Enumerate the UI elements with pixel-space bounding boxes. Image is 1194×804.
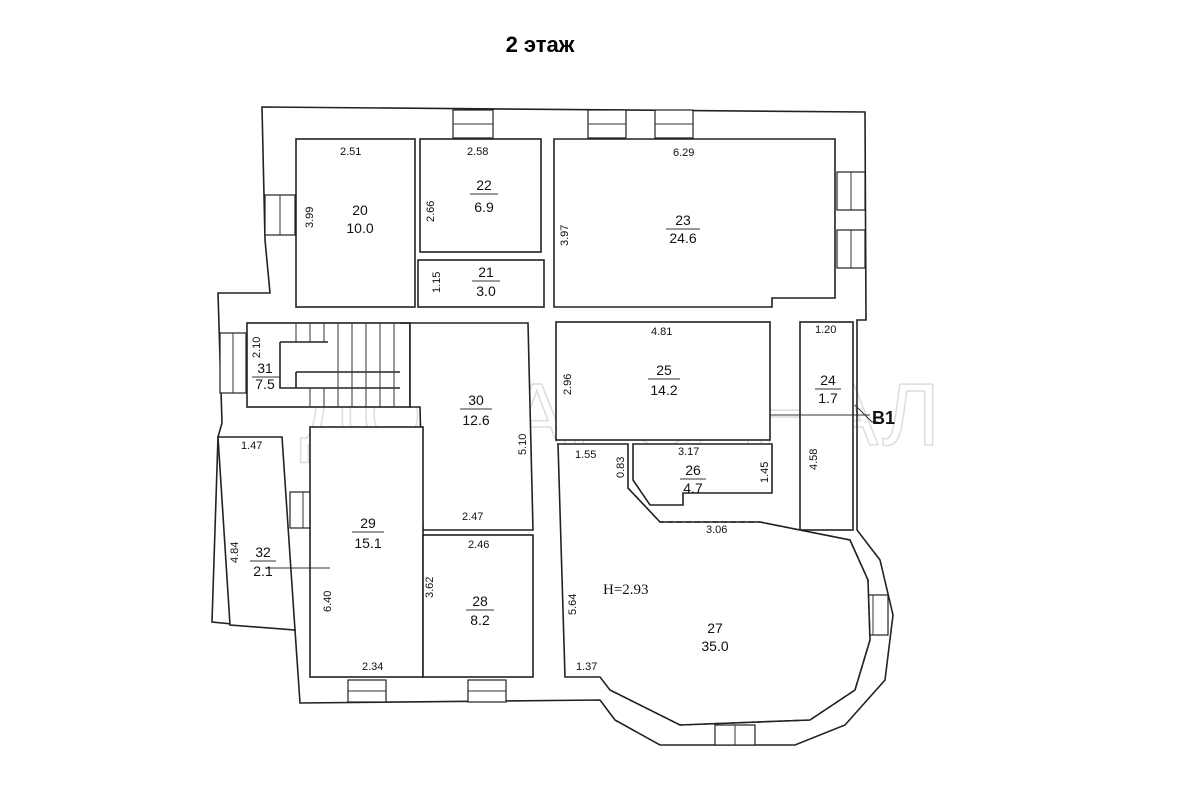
svg-text:12.6: 12.6: [462, 412, 489, 428]
svg-text:1.45: 1.45: [759, 462, 771, 483]
svg-text:24.6: 24.6: [669, 230, 696, 246]
svg-text:7.5: 7.5: [255, 376, 275, 392]
svg-text:2.10: 2.10: [251, 337, 263, 358]
svg-text:3.0: 3.0: [476, 283, 496, 299]
svg-text:3.06: 3.06: [706, 524, 727, 536]
svg-text:29: 29: [360, 515, 376, 531]
svg-text:2.51: 2.51: [340, 146, 361, 158]
svg-text:10.0: 10.0: [346, 220, 373, 236]
svg-text:32: 32: [255, 544, 271, 560]
room-25: [555, 321, 771, 441]
svg-text:2.66: 2.66: [425, 201, 437, 222]
svg-text:1.7: 1.7: [818, 390, 838, 406]
room-labels: 2.51 3.99 20 10.0 1.15 21 3.0 2.58 2.66 …: [229, 146, 841, 673]
svg-text:2.1: 2.1: [253, 563, 273, 579]
svg-text:6.40: 6.40: [322, 591, 334, 612]
svg-text:31: 31: [257, 360, 273, 376]
svg-text:2.47: 2.47: [462, 511, 483, 523]
svg-text:5.10: 5.10: [517, 434, 529, 455]
svg-text:8.2: 8.2: [470, 612, 490, 628]
svg-text:6.9: 6.9: [474, 199, 494, 215]
svg-text:1.20: 1.20: [815, 324, 836, 336]
room-23: [553, 138, 836, 308]
svg-text:2.34: 2.34: [362, 661, 383, 673]
svg-text:21: 21: [478, 264, 494, 280]
svg-text:25: 25: [656, 362, 672, 378]
svg-text:22: 22: [476, 177, 492, 193]
svg-text:1.55: 1.55: [575, 449, 596, 461]
svg-text:15.1: 15.1: [354, 535, 381, 551]
svg-text:35.0: 35.0: [701, 638, 728, 654]
floor-title: 2 этаж: [505, 32, 575, 57]
svg-text:2.96: 2.96: [562, 374, 574, 395]
room-26: [632, 443, 773, 506]
svg-text:3.97: 3.97: [559, 225, 571, 246]
room-28: [422, 534, 534, 678]
svg-text:0.83: 0.83: [615, 457, 627, 478]
room-21: [417, 259, 545, 308]
staircase: [279, 323, 400, 407]
room-24: [799, 321, 854, 531]
svg-text:1.47: 1.47: [241, 440, 262, 452]
svg-text:4.58: 4.58: [808, 449, 820, 470]
svg-text:4.84: 4.84: [229, 542, 241, 563]
svg-text:6.29: 6.29: [673, 147, 694, 159]
svg-text:4.81: 4.81: [651, 326, 672, 338]
svg-text:26: 26: [685, 462, 701, 478]
svg-text:3.99: 3.99: [304, 207, 316, 228]
ceiling-height: H=2.93: [603, 582, 649, 598]
svg-text:24: 24: [820, 372, 836, 388]
svg-text:20: 20: [352, 202, 368, 218]
svg-text:3.62: 3.62: [424, 577, 436, 598]
svg-text:27: 27: [707, 620, 723, 636]
svg-text:2.58: 2.58: [467, 146, 488, 158]
svg-text:4.7: 4.7: [683, 480, 703, 496]
room-20: [295, 138, 416, 308]
room-29: [309, 426, 424, 678]
entrance-label: В1: [872, 408, 895, 428]
svg-text:1.37: 1.37: [576, 661, 597, 673]
svg-text:2.46: 2.46: [468, 539, 489, 551]
svg-text:3.17: 3.17: [678, 446, 699, 458]
svg-text:23: 23: [675, 212, 691, 228]
svg-text:30: 30: [468, 392, 484, 408]
svg-text:14.2: 14.2: [650, 382, 677, 398]
svg-text:28: 28: [472, 593, 488, 609]
svg-text:1.15: 1.15: [431, 272, 443, 293]
svg-text:5.64: 5.64: [567, 594, 579, 615]
room-32: [217, 436, 296, 631]
room-22: [419, 138, 542, 253]
